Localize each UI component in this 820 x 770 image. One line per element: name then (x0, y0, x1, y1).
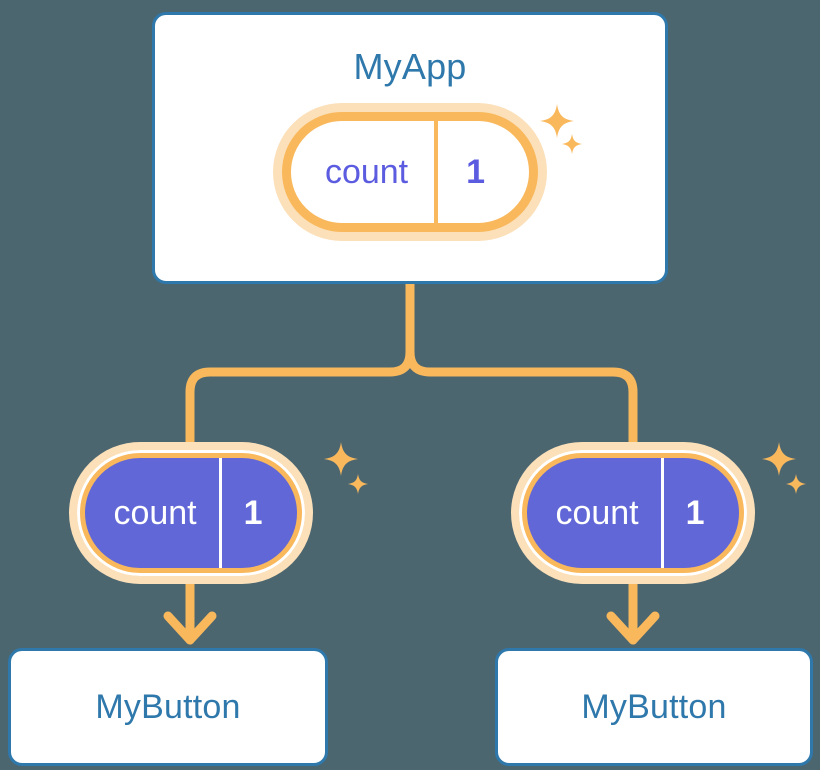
component-card-mybutton-left[interactable]: MyButton (8, 648, 328, 766)
sparkle-small-icon (348, 474, 368, 494)
arrow-right-head (606, 611, 660, 645)
component-label: MyButton (581, 688, 727, 726)
state-value-label: 1 (434, 121, 529, 223)
branch-right (405, 347, 638, 455)
state-pill-body: count 1 (281, 112, 539, 232)
state-key-label: count (555, 494, 639, 532)
state-value-label: 1 (218, 458, 297, 568)
state-pill-myapp[interactable]: count 1 (268, 112, 552, 232)
page-title: MyApp (353, 46, 467, 87)
branch-left (185, 347, 415, 455)
component-card-mybutton-right[interactable]: MyButton (495, 648, 813, 766)
state-pill-mybutton-left[interactable]: count 1 (46, 450, 336, 576)
sparkle-small-icon (786, 474, 806, 494)
state-pill-mybutton-right[interactable]: count 1 (488, 450, 778, 576)
state-value-label: 1 (660, 458, 739, 568)
state-pill-body: count 1 (77, 450, 305, 576)
component-label: MyButton (95, 688, 241, 726)
state-pill-body: count 1 (519, 450, 747, 576)
state-key-label: count (324, 153, 409, 191)
state-key-label: count (113, 494, 197, 532)
arrow-left-head (163, 611, 217, 645)
